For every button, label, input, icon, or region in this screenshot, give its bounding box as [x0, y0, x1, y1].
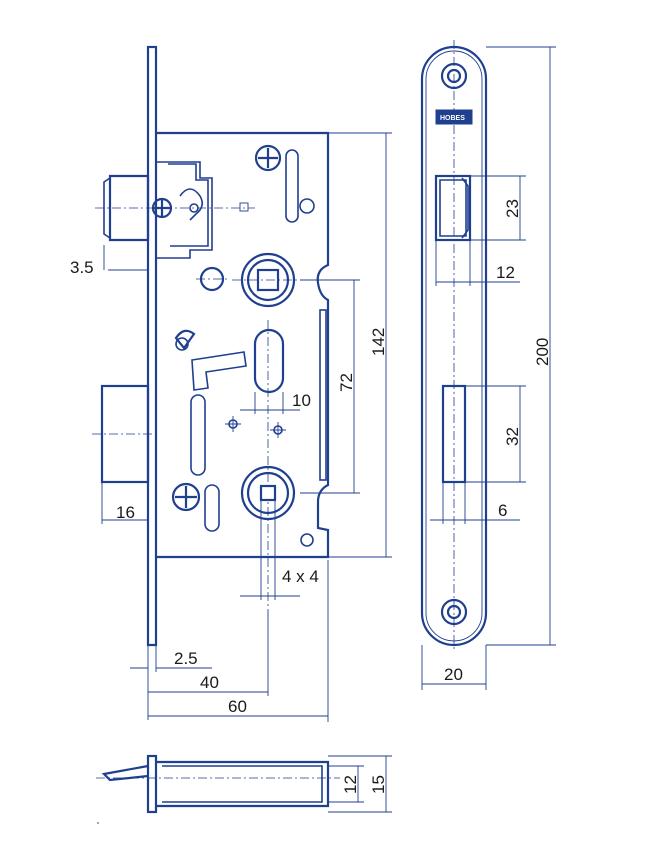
- dim-bolt-projection: 16: [116, 503, 135, 522]
- forend-edge: [146, 754, 158, 814]
- bottom-view: 12 15: [96, 754, 392, 824]
- dim-forend-thickness: 2.5: [174, 649, 198, 668]
- mounting-hole-bottom-icon: [440, 598, 468, 626]
- spindle-follower-upper: [232, 252, 330, 308]
- bolt-opening: [441, 384, 467, 484]
- keyhole-slot: [253, 328, 285, 394]
- brand-label: HOBES: [440, 115, 465, 122]
- dim-case-height: 142: [369, 328, 388, 356]
- forend-plate: [146, 45, 158, 647]
- dim-backset: 40: [200, 673, 219, 692]
- dim-bolt-width: 6: [498, 501, 507, 520]
- latch-opening: [434, 174, 472, 242]
- mounting-hole-top-icon: [440, 62, 468, 90]
- brand-logo: [435, 109, 473, 125]
- latch-bolt: [95, 161, 255, 259]
- dim-latch-width: 12: [496, 263, 515, 282]
- forend-front-view: HOBES 23 12 200 32 6: [420, 40, 556, 690]
- dim-forend-thickness-total: 15: [369, 775, 388, 794]
- dim-bolt-height: 32: [503, 427, 522, 446]
- front-view: 3.5 16 2.5 40 60 4 x 4 10 72: [70, 45, 392, 722]
- dim-spindle-square: 4 x 4: [282, 567, 319, 586]
- lock-case: [156, 131, 330, 559]
- dim-keyhole-width: 10: [292, 391, 311, 410]
- spindle-follower-lower: [240, 465, 296, 521]
- dim-latch-height: 23: [503, 199, 522, 218]
- dim-spindle-to-key: 72: [337, 373, 356, 392]
- dim-case-thickness: 12: [341, 775, 360, 794]
- dim-forend-height: 200: [533, 338, 552, 366]
- dead-bolt: [92, 384, 160, 484]
- dim-case-depth: 60: [228, 697, 247, 716]
- dim-backset-offset: 3.5: [70, 258, 94, 277]
- fixing-screw-bottom: [171, 482, 201, 512]
- fixing-screw-top: [254, 144, 282, 172]
- fixing-screw-latch: [151, 197, 173, 219]
- dim-forend-width: 20: [444, 665, 463, 684]
- latch-tip: [101, 764, 149, 782]
